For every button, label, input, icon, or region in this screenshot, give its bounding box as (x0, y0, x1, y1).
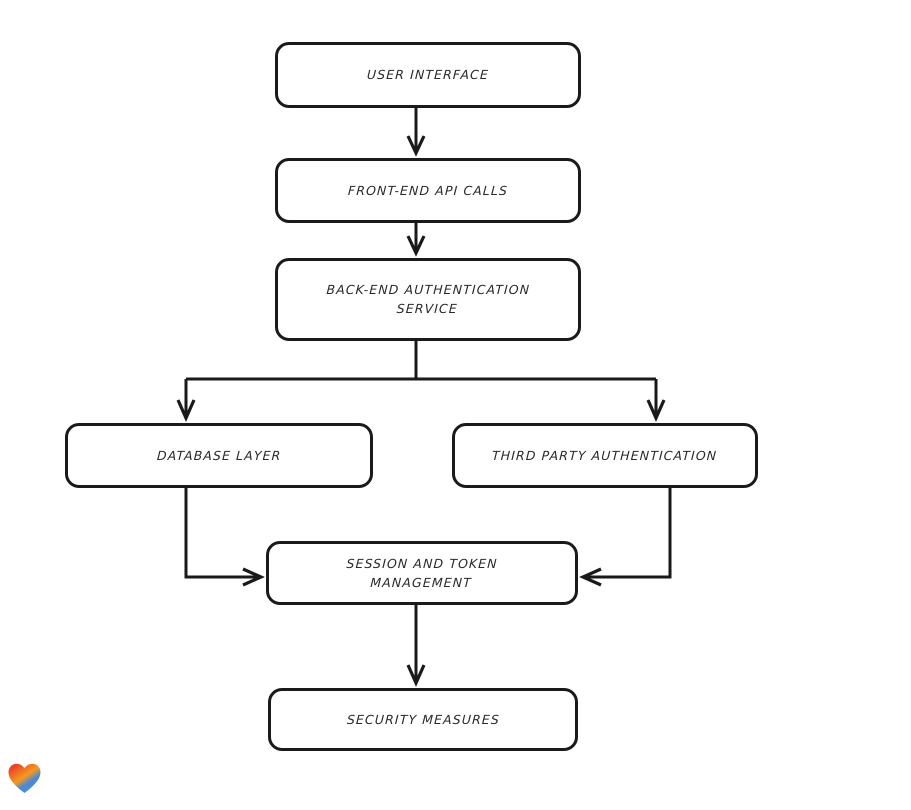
node-database-layer[interactable]: DATABASE LAYER (65, 423, 373, 488)
node-label-third-party-authentication: THIRD PARTY AUTHENTICATION (492, 447, 718, 463)
connector-branch-to-database (176, 379, 196, 422)
node-label-security-measures: SECURITY MEASURES (346, 711, 500, 727)
connector-session-to-security (406, 605, 426, 687)
node-label-front-end-api-calls: FRONT-END API CALLS (347, 182, 509, 198)
node-session-and-token-management[interactable]: SESSION AND TOKEN MANAGEMENT (266, 541, 578, 605)
node-front-end-api-calls[interactable]: FRONT-END API CALLS (275, 158, 581, 223)
connector-api-to-backend (406, 223, 426, 257)
node-security-measures[interactable]: SECURITY MEASURES (268, 688, 578, 751)
node-label-database-layer: DATABASE LAYER (156, 447, 282, 463)
connector-database-to-session (184, 488, 265, 587)
heart-icon (8, 763, 41, 794)
node-label-user-interface: USER INTERFACE (366, 67, 490, 83)
connector-branch-to-thirdparty (646, 379, 666, 422)
node-third-party-authentication[interactable]: THIRD PARTY AUTHENTICATION (452, 423, 758, 488)
node-user-interface[interactable]: USER INTERFACE (275, 42, 581, 108)
connector-thirdparty-to-session (579, 488, 672, 587)
node-back-end-authentication-service[interactable]: BACK-END AUTHENTICATION SERVICE (275, 258, 581, 341)
connector-ui-to-api (406, 108, 426, 157)
connector-backend-branch-stem (186, 341, 656, 381)
node-label-back-end-authentication-service: BACK-END AUTHENTICATION SERVICE (326, 282, 531, 317)
node-label-session-and-token-management: SESSION AND TOKEN MANAGEMENT (346, 555, 499, 590)
